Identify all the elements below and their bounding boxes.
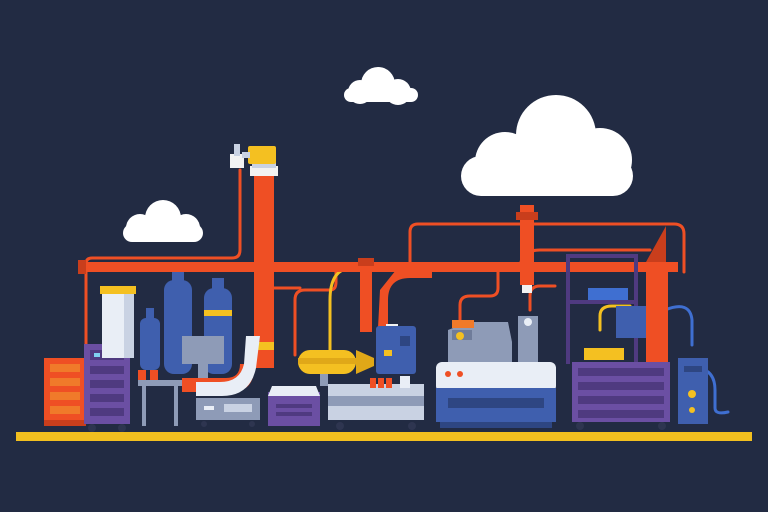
storage-tanks [100,286,136,358]
compressor [298,350,374,386]
cloud-icon [344,67,418,105]
drawer-cabinet-purple [572,362,670,430]
workbench [138,336,224,426]
white-duct [196,336,260,396]
lathe-machine [436,316,556,428]
valve-icon [230,144,276,168]
filing-box [268,386,320,426]
right-pipe [516,205,668,362]
cloud-icon [123,200,203,242]
drawer-cabinet-orange [44,358,86,426]
drill-press [376,326,416,374]
floor-line [16,432,752,441]
control-console [196,398,260,427]
blue-cable [663,305,730,415]
main-pipe [78,258,678,276]
shelving-unit [566,254,646,364]
cloud-icon [461,95,633,196]
meter-box [678,358,708,424]
conveyor-machine [328,376,424,430]
